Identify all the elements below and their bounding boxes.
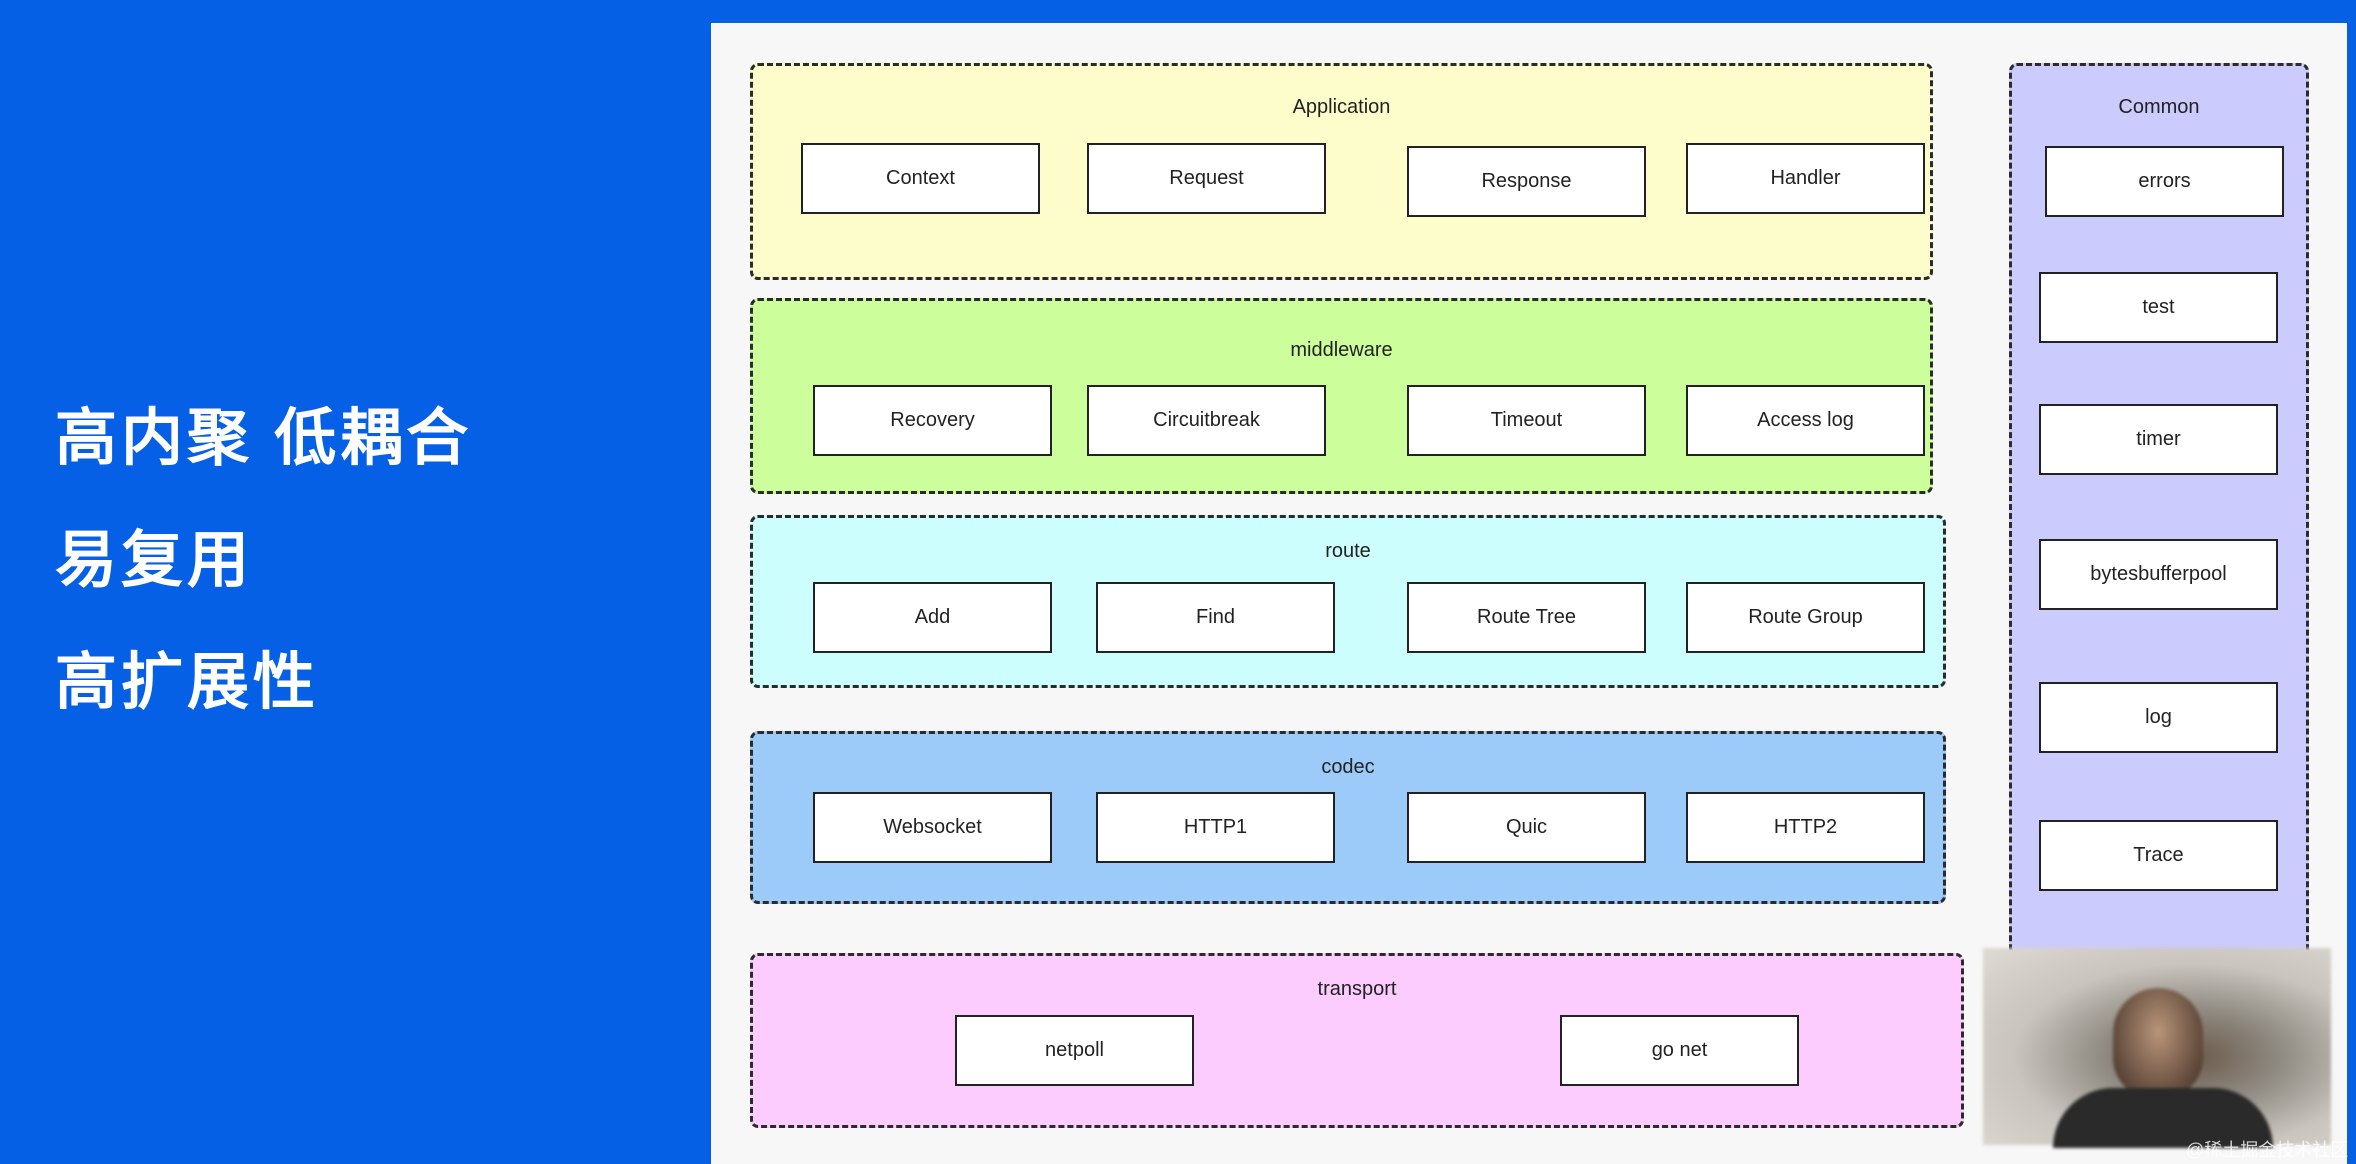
watermark: @稀土掘金技术社区: [2186, 1140, 2349, 1160]
module-find: Find: [1096, 582, 1335, 653]
webcam-overlay: [1983, 948, 2331, 1148]
layer-transport-title: transport: [1317, 978, 1397, 1000]
module-http1: HTTP1: [1096, 792, 1335, 863]
slogan-extensibility: 高扩展性: [55, 648, 320, 717]
layer-common: Common errors test timer bytesbufferpool…: [2009, 63, 2309, 973]
module-quic: Quic: [1407, 792, 1646, 863]
slogan-reuse: 易复用: [55, 526, 254, 595]
presenter-body: [2053, 1088, 2273, 1148]
slogan-cohesion: 高内聚 低耦合: [55, 404, 473, 473]
architecture-diagram: Application Context Request Response Han…: [711, 23, 2347, 1164]
module-timeout: Timeout: [1407, 385, 1646, 456]
module-request: Request: [1087, 143, 1326, 214]
layer-application: Application Context Request Response Han…: [750, 63, 1933, 280]
module-websocket: Websocket: [813, 792, 1052, 863]
module-netpoll: netpoll: [955, 1015, 1194, 1086]
module-circuitbreak: Circuitbreak: [1087, 385, 1326, 456]
layer-middleware-title: middleware: [1290, 339, 1393, 361]
module-timer: timer: [2039, 404, 2278, 475]
presenter-head: [2113, 988, 2203, 1098]
module-context: Context: [801, 143, 1040, 214]
module-log: log: [2039, 682, 2278, 753]
module-route-group: Route Group: [1686, 582, 1925, 653]
module-access-log: Access log: [1686, 385, 1925, 456]
module-handler: Handler: [1686, 143, 1925, 214]
slogan-list: 高内聚 低耦合 易复用 高扩展性: [55, 408, 472, 774]
layer-route: route Add Find Route Tree Route Group: [750, 515, 1946, 688]
module-trace: Trace: [2039, 820, 2278, 891]
module-test: test: [2039, 272, 2278, 343]
module-route-tree: Route Tree: [1407, 582, 1646, 653]
layer-middleware: middleware Recovery Circuitbreak Timeout…: [750, 298, 1933, 494]
module-recovery: Recovery: [813, 385, 1052, 456]
layer-route-title: route: [1325, 540, 1371, 562]
layer-common-title: Common: [2118, 96, 2200, 118]
module-errors: errors: [2045, 146, 2284, 217]
layer-transport: transport netpoll go net: [750, 953, 1964, 1128]
module-http2: HTTP2: [1686, 792, 1925, 863]
module-add: Add: [813, 582, 1052, 653]
module-bytesbufferpool: bytesbufferpool: [2039, 539, 2278, 610]
layer-codec-title: codec: [1321, 756, 1375, 778]
layer-codec: codec Websocket HTTP1 Quic HTTP2: [750, 731, 1946, 904]
layer-application-title: Application: [1292, 96, 1391, 118]
module-response: Response: [1407, 146, 1646, 217]
module-go-net: go net: [1560, 1015, 1799, 1086]
